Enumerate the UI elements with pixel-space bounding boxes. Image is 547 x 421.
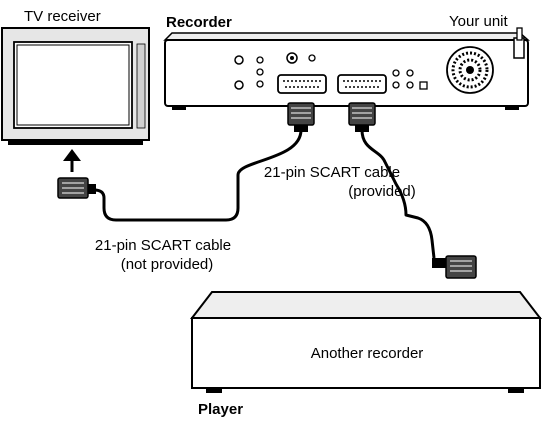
tv-receiver	[1, 27, 150, 145]
cable-not-provided-label-line1: 21-pin SCART cable	[95, 237, 231, 254]
cable-provided-label-line1: 21-pin SCART cable	[264, 164, 400, 181]
tv-receiver-label: TV receiver	[24, 8, 101, 25]
scart-plug-icon	[432, 255, 477, 279]
recorder-unit	[163, 27, 530, 110]
player-unit	[189, 291, 543, 393]
cable-provided-label-line2: (provided)	[348, 183, 416, 200]
scart-cable-not-provided	[93, 129, 303, 222]
cable-not-provided-label-line2: (not provided)	[121, 256, 214, 273]
recorder-label: Recorder	[166, 14, 232, 31]
arrow-up-icon	[63, 149, 81, 172]
another-recorder-label: Another recorder	[311, 345, 424, 362]
your-unit-label: Your unit	[449, 13, 508, 30]
scart-plug-icon	[57, 177, 96, 199]
player-label: Player	[198, 401, 243, 418]
scart-plug-icon	[348, 102, 376, 132]
scart-plug-icon	[287, 102, 315, 132]
scart-cable-provided	[360, 129, 436, 259]
